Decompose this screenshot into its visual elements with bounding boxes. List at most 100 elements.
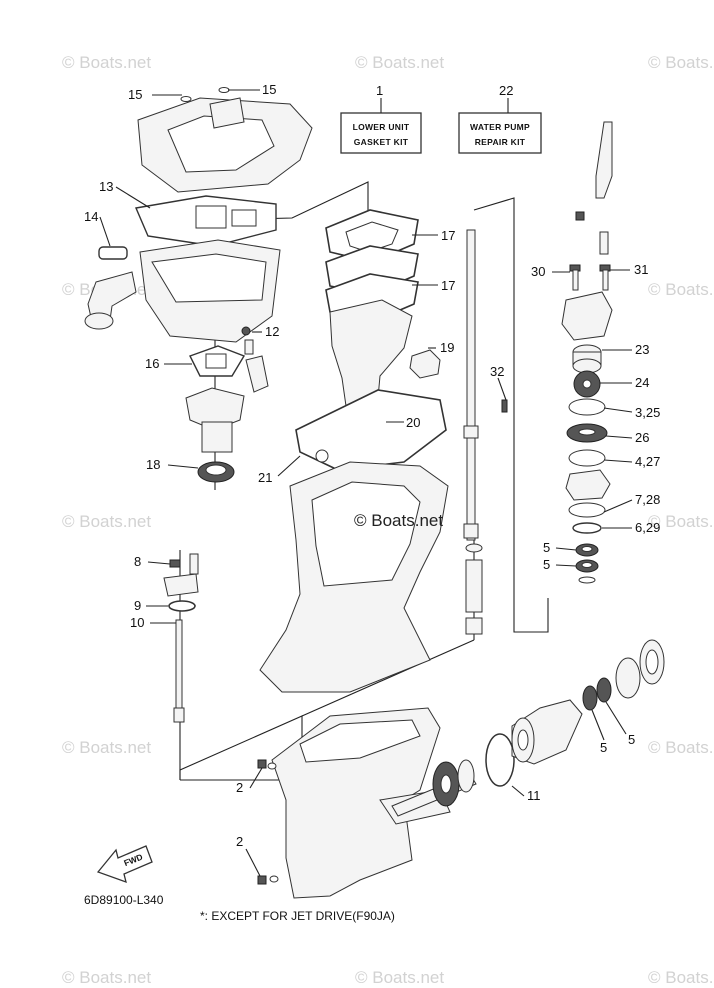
- gasket-17-upper[interactable]: [325, 209, 419, 263]
- leader-lines: [99, 89, 633, 877]
- ring-nut[interactable]: [639, 639, 665, 685]
- oil-seal-5-upper[interactable]: [575, 543, 599, 557]
- o-ring-11[interactable]: [485, 733, 515, 787]
- oil-strainer-14[interactable]: [84, 246, 137, 330]
- callout-6-29: 6,29: [635, 520, 660, 535]
- grommet: [575, 211, 585, 221]
- watermark: © Boats.net: [355, 968, 444, 987]
- watermark: © Boats.net: [355, 53, 444, 72]
- watermark: © Boats.net: [648, 512, 714, 531]
- seal-18[interactable]: [197, 461, 235, 483]
- shift-rod-bolt-8[interactable]: [169, 553, 199, 575]
- gasket-3-25[interactable]: [568, 398, 606, 416]
- gasket-7-28[interactable]: [568, 502, 606, 518]
- oil-seal-5-lower[interactable]: [575, 559, 599, 573]
- callout-18: 18: [146, 457, 160, 472]
- exhaust-guide[interactable]: [185, 387, 245, 453]
- o-ring-9[interactable]: [168, 600, 196, 612]
- kit-line1: WATER PUMP: [470, 122, 530, 132]
- callout-19: 19: [440, 340, 454, 355]
- callout-16: 16: [145, 356, 159, 371]
- callout-31: 31: [634, 262, 648, 277]
- washer: [578, 576, 596, 584]
- callout-5: 5: [543, 557, 550, 572]
- thrust-washer[interactable]: [457, 759, 475, 793]
- pump-base[interactable]: [565, 469, 611, 501]
- insert-cartridge-23[interactable]: [572, 344, 602, 374]
- callout-12: 12: [265, 324, 279, 339]
- screw-2-lower[interactable]: [257, 875, 279, 885]
- fwd-arrow-icon: FWD: [96, 845, 153, 884]
- gasket-4-27[interactable]: [568, 449, 606, 467]
- callout-5: 5: [600, 740, 607, 755]
- watermark: © Boats.net: [62, 53, 151, 72]
- callout-2: 2: [236, 780, 243, 795]
- thrust-ring[interactable]: [615, 657, 641, 699]
- callout-9: 9: [134, 598, 141, 613]
- oil-pan[interactable]: [139, 239, 281, 343]
- exhaust-pipe: [245, 355, 269, 393]
- propeller-shaft-housing[interactable]: [511, 699, 583, 765]
- callout-5: 5: [543, 540, 550, 555]
- callout-10: 10: [130, 615, 144, 630]
- diagram-code: 6D89100-L340: [84, 893, 164, 907]
- watermark: © Boats.net: [648, 738, 714, 757]
- upper-gasket-13[interactable]: [135, 195, 277, 247]
- drive-shaft[interactable]: [463, 229, 479, 541]
- shift-rod-boot[interactable]: [163, 573, 199, 597]
- drive-shaft-bushing[interactable]: [465, 543, 483, 635]
- o-ring-6-29[interactable]: [572, 522, 602, 534]
- bolt-31[interactable]: [599, 264, 611, 291]
- upper-casing[interactable]: [137, 97, 313, 193]
- grommet-19[interactable]: [409, 349, 441, 379]
- o-ring-12[interactable]: [241, 326, 251, 336]
- water-pump-housing[interactable]: [561, 291, 613, 341]
- shift-rod-10[interactable]: [173, 619, 185, 723]
- kit-line1: LOWER UNIT: [353, 122, 410, 132]
- callout-11: 11: [527, 788, 541, 803]
- callout-15: 15: [128, 87, 142, 102]
- water-pump-repair-kit[interactable]: WATER PUMP REPAIR KIT: [458, 112, 542, 154]
- callout-20: 20: [406, 415, 420, 430]
- dowel-pin: [244, 339, 254, 355]
- water-tube[interactable]: [595, 121, 613, 255]
- pin-32[interactable]: [501, 399, 508, 413]
- drive-shaft-housing[interactable]: [259, 461, 449, 693]
- outer-plate-26[interactable]: [566, 423, 608, 443]
- oil-seal-5-prop-a[interactable]: [582, 685, 598, 711]
- callout-24: 24: [635, 375, 649, 390]
- bolt-30[interactable]: [569, 264, 581, 291]
- kit-number-1: 1: [376, 83, 383, 98]
- reverse-gear[interactable]: [432, 761, 460, 807]
- gasket-17-lower[interactable]: [325, 245, 419, 323]
- callout-14: 14: [84, 209, 98, 224]
- callout-17: 17: [441, 228, 455, 243]
- lower-unit-gasket-kit[interactable]: LOWER UNIT GASKET KIT: [340, 112, 422, 154]
- callout-21: 21: [258, 470, 272, 485]
- callout-5: 5: [628, 732, 635, 747]
- oil-seal-5-prop-b[interactable]: [596, 677, 612, 703]
- kit-line2: REPAIR KIT: [475, 137, 526, 147]
- callout-13: 13: [99, 179, 113, 194]
- kit-line2: GASKET KIT: [354, 137, 409, 147]
- footnote: *: EXCEPT FOR JET DRIVE(F90JA): [200, 909, 395, 923]
- kit-number-22: 22: [499, 83, 513, 98]
- watermark: © Boats.net: [62, 738, 151, 757]
- callout-7-28: 7,28: [635, 492, 660, 507]
- callout-23: 23: [635, 342, 649, 357]
- callout-15: 15: [262, 82, 276, 97]
- callout-2: 2: [236, 834, 243, 849]
- watermark: © Boats.net: [62, 512, 151, 531]
- callout-30: 30: [531, 264, 545, 279]
- watermark: © Boats.net: [648, 53, 714, 72]
- exhaust-gasket-16[interactable]: [189, 345, 246, 377]
- base-gasket-21[interactable]: [295, 389, 447, 471]
- impeller-24[interactable]: [573, 370, 601, 398]
- callout-17: 17: [441, 278, 455, 293]
- callout-8: 8: [134, 554, 141, 569]
- callout-26: 26: [635, 430, 649, 445]
- screw-2-upper[interactable]: [257, 759, 277, 770]
- callout-4-27: 4,27: [635, 454, 660, 469]
- watermark: © Boats.net: [62, 968, 151, 987]
